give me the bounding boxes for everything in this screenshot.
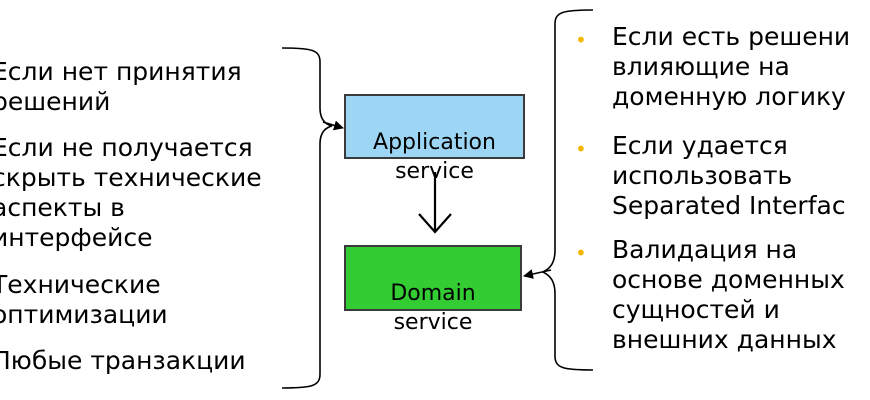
left-list-item: Если не получается скрыть технические ас… [0,133,262,252]
application-service-label: Application service [373,130,496,184]
domain-service-box: Domain service [344,245,522,335]
right-list-item: Валидация на основе доменных сущностей и… [612,235,845,354]
domain-service-label: Domain service [390,281,476,335]
right-list-item: Если есть решени влияющие на доменную ло… [612,22,851,111]
left-list-item: Любые транзакции [0,346,246,375]
bullet-icon: • [575,241,587,265]
left-to-app-arrow [322,120,344,131]
left-bracket [281,47,333,389]
left-list-item: Технические оптимизации [0,270,168,329]
left-list-item: Если нет принятия решений [0,57,242,116]
right-to-domain-arrow [523,269,552,279]
application-service-box: Application service [344,94,525,184]
bullet-icon: • [575,137,587,161]
right-bracket [541,9,594,371]
right-list-item: Если удается использовать Separated Inte… [612,131,846,220]
app-to-domain-arrowhead [418,213,452,234]
bullet-icon: • [575,28,587,52]
